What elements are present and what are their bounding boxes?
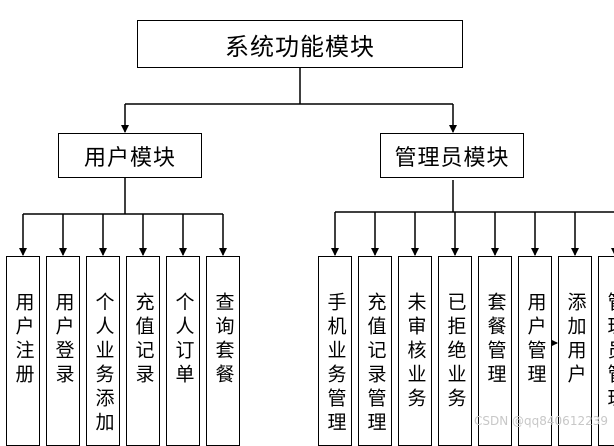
leaf-recharge-records-mgmt: 充值记录管理 <box>358 256 392 446</box>
root-module-box: 系统功能模块 <box>137 20 463 68</box>
leaf-label: 查询套餐 <box>214 257 233 388</box>
leaf-label: 已拒绝业务 <box>446 257 465 412</box>
leaf-label: 添加用户 <box>566 257 585 388</box>
user-module-label: 用户模块 <box>84 140 176 172</box>
leaf-label: 套餐管理 <box>486 257 505 388</box>
leaf-recharge-records: 充值记录 <box>126 256 160 446</box>
leaf-user-login: 用户登录 <box>46 256 80 446</box>
leaf-personal-business-add: 个人业务添加 <box>86 256 120 446</box>
leaf-label: 未审核业务 <box>406 257 425 412</box>
leaf-user-register: 用户注册 <box>6 256 40 446</box>
admin-module-box: 管理员模块 <box>380 133 524 178</box>
leaf-unreviewed-business: 未审核业务 <box>398 256 432 446</box>
leaf-rejected-business: 已拒绝业务 <box>438 256 472 446</box>
admin-module-label: 管理员模块 <box>394 140 509 172</box>
leaf-label: 个人业务添加 <box>94 257 113 436</box>
leaf-label: 用户登录 <box>54 257 73 388</box>
leaf-label: 管理员管理 <box>606 257 614 412</box>
leaf-label: 充值记录管理 <box>366 257 385 436</box>
leaf-label: 充值记录 <box>134 257 153 388</box>
leaf-label: 用户管理 <box>526 257 545 388</box>
leaf-label: 手机业务管理 <box>326 257 345 436</box>
leaf-label: 用户注册 <box>14 257 33 388</box>
leaf-phone-business-mgmt: 手机业务管理 <box>318 256 352 446</box>
user-module-box: 用户模块 <box>58 133 202 178</box>
leaf-query-plans: 查询套餐 <box>206 256 240 446</box>
leaf-label: 个人订单 <box>174 257 193 388</box>
root-module-label: 系统功能模块 <box>225 27 375 62</box>
leaf-personal-orders: 个人订单 <box>166 256 200 446</box>
watermark-text: CSDN @qq840612239 <box>474 414 608 428</box>
